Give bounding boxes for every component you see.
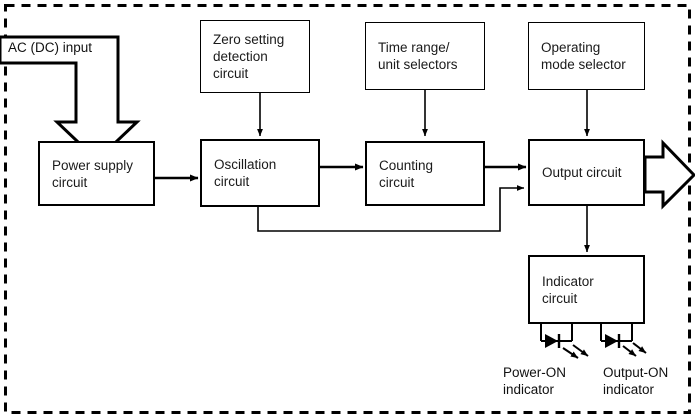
block-output-circuit[interactable]: Output circuit: [528, 139, 645, 206]
block-label: Output circuit: [542, 165, 622, 180]
block-label: Time range/ unit selectors: [378, 40, 458, 72]
caption-power-on-indicator: Power-ON indicator: [503, 365, 567, 397]
link-oscillation-feedback-to-output: [257, 185, 525, 232]
block-counting-circuit[interactable]: Counting circuit: [365, 141, 485, 206]
block-power-supply-circuit[interactable]: Power supply circuit: [38, 141, 155, 206]
block-oscillation-circuit[interactable]: Oscillation circuit: [200, 139, 320, 207]
output-on-led-symbol: [605, 334, 618, 348]
block-label: Oscillation circuit: [214, 157, 277, 189]
block-label: Counting circuit: [379, 157, 434, 190]
output-on-emission-arrow-2: [632, 342, 647, 354]
block-time-range-unit-selectors[interactable]: Time range/ unit selectors: [365, 22, 485, 90]
block-operating-mode-selector[interactable]: Operating mode selector: [528, 22, 645, 90]
block-label: Power supply circuit: [52, 157, 134, 190]
block-label: Indicator circuit: [542, 273, 594, 306]
caption-output-on-indicator: Output-ON indicator: [603, 365, 669, 397]
power-on-emission-arrow-1: [562, 347, 579, 359]
block-indicator-circuit[interactable]: Indicator circuit: [528, 255, 645, 324]
power-on-emission-arrow-2: [572, 344, 589, 357]
ac-dc-input-label: AC (DC) input: [8, 40, 93, 55]
block-label: Operating mode selector: [541, 40, 626, 72]
power-on-led-symbol: [545, 334, 558, 348]
block-label: Zero setting detection circuit: [213, 32, 285, 81]
enclosure-dashed-border: [4, 4, 691, 414]
output-signal-arrow: [643, 139, 695, 210]
block-zero-setting-detection-circuit[interactable]: Zero setting detection circuit: [200, 20, 310, 93]
output-on-emission-arrow-1: [622, 345, 637, 357]
